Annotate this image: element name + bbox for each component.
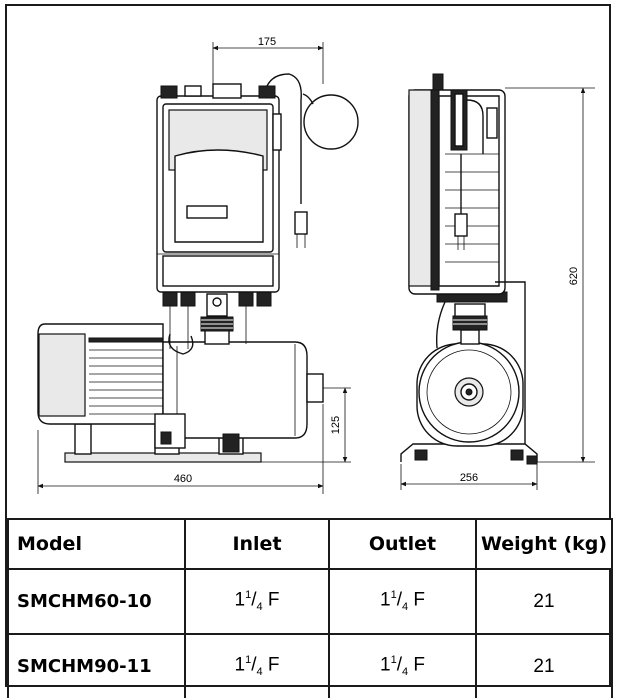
side-view <box>400 73 538 465</box>
dim-256-label: 256 <box>460 472 478 484</box>
inlet-denominator: 4 <box>256 601 263 614</box>
inlet-whole: 1 <box>234 654 246 676</box>
outlet-numerator: 1 <box>390 589 397 602</box>
dim-460-label: 460 <box>174 473 192 485</box>
cell-inlet: 11/4 F <box>184 633 330 698</box>
inlet-suffix: F <box>262 589 280 611</box>
outlet-whole: 1 <box>380 654 391 676</box>
cell-outlet: 11/4 F <box>328 633 477 698</box>
pump-dimension-drawing: 175 620 125 460 256 <box>37 36 595 494</box>
inlet-numerator: 1 <box>245 589 252 602</box>
dim-620-label: 620 <box>568 267 580 285</box>
cell-weight: 21 <box>475 568 613 635</box>
outlet-suffix: F <box>408 654 425 676</box>
header-weight: Weight (kg) <box>475 518 613 570</box>
inlet-suffix: F <box>262 654 280 676</box>
dim-175-label: 175 <box>258 36 276 48</box>
cell-weight: 21 <box>475 633 613 698</box>
dim-125-label: 125 <box>330 416 342 434</box>
table-header-row: Model Inlet Outlet Weight (kg) <box>7 518 613 570</box>
outlet-whole: 1 <box>380 589 391 611</box>
inlet-numerator: 1 <box>245 654 252 667</box>
front-view <box>37 73 359 463</box>
spec-table: Model Inlet Outlet Weight (kg) SMCHM60-1… <box>7 518 613 698</box>
header-outlet: Outlet <box>328 518 477 570</box>
cell-model: SMCHM60-10 <box>7 568 186 635</box>
dimensions: 175 620 125 460 256 <box>37 36 595 494</box>
inlet-denominator: 4 <box>256 666 263 679</box>
table-row: SMCHM60-10 11/4 F 11/4 F 21 <box>7 568 613 635</box>
cell-model: SMCHM90-11 <box>7 633 186 698</box>
table-row: SMCHM90-11 11/4 F 11/4 F 21 <box>7 633 613 698</box>
outlet-numerator: 1 <box>390 654 397 667</box>
cell-outlet: 11/4 F <box>328 568 477 635</box>
outlet-suffix: F <box>408 589 425 611</box>
cell-inlet: 11/4 F <box>184 568 330 635</box>
outlet-denominator: 4 <box>401 666 409 679</box>
outlet-denominator: 4 <box>401 601 409 614</box>
header-model: Model <box>7 518 186 570</box>
inlet-whole: 1 <box>234 589 246 611</box>
header-inlet: Inlet <box>184 518 330 570</box>
